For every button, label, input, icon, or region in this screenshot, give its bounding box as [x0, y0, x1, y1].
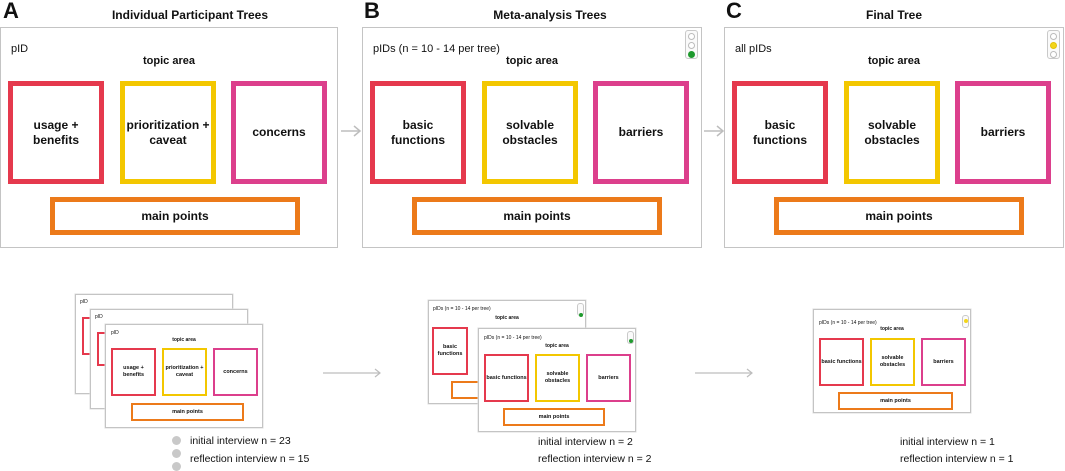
traffic-light-red-off	[688, 33, 695, 40]
box-main-points: main points	[412, 197, 662, 235]
arrow-bottom-a-b	[323, 368, 381, 378]
box-basic-functions: basic functions	[819, 338, 864, 386]
topic-area: topic area	[506, 55, 558, 67]
box-basic-functions: basic functions	[370, 81, 466, 184]
box-prioritization-caveat: prioritization + caveat	[162, 348, 207, 396]
caption-c-initial: initial interview n = 1	[900, 436, 995, 448]
box-solvable-obstacles: solvable obstacles	[870, 338, 915, 386]
pid-label: pIDs (n = 10 - 14 per tree)	[819, 320, 877, 326]
traffic-light-yellow-off	[688, 42, 695, 49]
pid-label: all pIDs	[735, 43, 772, 55]
caption-a-reflection: reflection interview n = 15	[190, 453, 310, 465]
topic-area: topic area	[880, 326, 904, 332]
pid-label: pID	[95, 314, 103, 320]
box-barriers: barriers	[955, 81, 1051, 184]
box-main-points: main points	[131, 403, 244, 421]
arrow-a-b	[341, 125, 362, 137]
pid-label: pID	[111, 330, 119, 336]
box-barriers: barriers	[921, 338, 966, 386]
traffic-light-green-off	[1050, 51, 1057, 58]
box-main-points: main points	[503, 408, 605, 426]
traffic-light-yellow-on	[1050, 42, 1057, 49]
traffic-light-yellow-on	[964, 319, 968, 323]
panel-c-title: Final Tree	[865, 8, 923, 22]
box-concerns: concerns	[213, 348, 258, 396]
panel-a-title: Individual Participant Trees	[111, 8, 269, 22]
caption-a-initial: initial interview n = 23	[190, 435, 291, 447]
topic-area: topic area	[495, 315, 519, 321]
panel-a: pID topic area usage + benefits prioriti…	[0, 27, 338, 248]
box-solvable-obstacles: solvable obstacles	[482, 81, 578, 184]
pid-label: pID	[80, 299, 88, 305]
box-main-points: main points	[838, 392, 953, 410]
traffic-light-green-on	[579, 313, 583, 317]
panel-b-letter: B	[364, 0, 380, 23]
traffic-light-icon	[1047, 30, 1060, 59]
panel-a-letter: A	[3, 0, 19, 23]
caption-b-initial: initial interview n = 2	[538, 436, 633, 448]
traffic-light-red-off	[1050, 33, 1057, 40]
box-prioritization-caveat: prioritization + caveat	[120, 81, 216, 184]
box-barriers: barriers	[586, 354, 631, 402]
panel-b-title: Meta-analysis Trees	[493, 8, 607, 22]
topic-area: topic area	[545, 343, 569, 349]
traffic-light-icon	[627, 331, 634, 344]
box-usage-benefits: usage + benefits	[8, 81, 104, 184]
box-concerns: concerns	[231, 81, 327, 184]
caption-b-reflection: reflection interview n = 2	[538, 453, 652, 465]
panel-c-letter: C	[726, 0, 742, 23]
box-main-points: main points	[774, 197, 1024, 235]
box-barriers: barriers	[593, 81, 689, 184]
arrow-bottom-b-c	[695, 368, 753, 378]
traffic-light-green-on	[629, 339, 633, 343]
panel-c: all pIDs topic area basic functions solv…	[724, 27, 1064, 248]
box-solvable-obstacles: solvable obstacles	[844, 81, 940, 184]
box-solvable-obstacles: solvable obstacles	[535, 354, 580, 402]
box-basic-functions: basic functions	[484, 354, 529, 402]
panel-b: pIDs (n = 10 - 14 per tree) topic area b…	[362, 27, 702, 248]
box-main-points: main points	[50, 197, 300, 235]
thumbnail-a-front: pID topic area usage + benefits prioriti…	[105, 324, 263, 428]
topic-area: topic area	[172, 337, 196, 343]
arrow-b-c	[704, 125, 725, 137]
traffic-light-icon	[685, 30, 698, 59]
pid-label: pIDs (n = 10 - 14 per tree)	[433, 306, 491, 312]
box-usage-benefits: usage + benefits	[111, 348, 156, 396]
traffic-light-green-on	[688, 51, 695, 58]
caption-c-reflection: reflection interview n = 1	[900, 453, 1014, 465]
count-dot	[172, 436, 181, 445]
pid-label: pID	[11, 43, 29, 55]
thumbnail-c: pIDs (n = 10 - 14 per tree) topic area b…	[813, 309, 971, 413]
box-basic-functions: basic functions	[432, 327, 468, 375]
count-dot	[172, 462, 181, 471]
topic-area: topic area	[868, 55, 920, 67]
pid-label: pIDs (n = 10 - 14 per tree)	[484, 335, 542, 341]
thumbnail-b-front: pIDs (n = 10 - 14 per tree) topic area b…	[478, 328, 636, 432]
box-basic-functions: basic functions	[732, 81, 828, 184]
pid-label: pIDs (n = 10 - 14 per tree)	[373, 43, 500, 55]
count-dot	[172, 449, 181, 458]
topic-area: topic area	[143, 55, 195, 67]
